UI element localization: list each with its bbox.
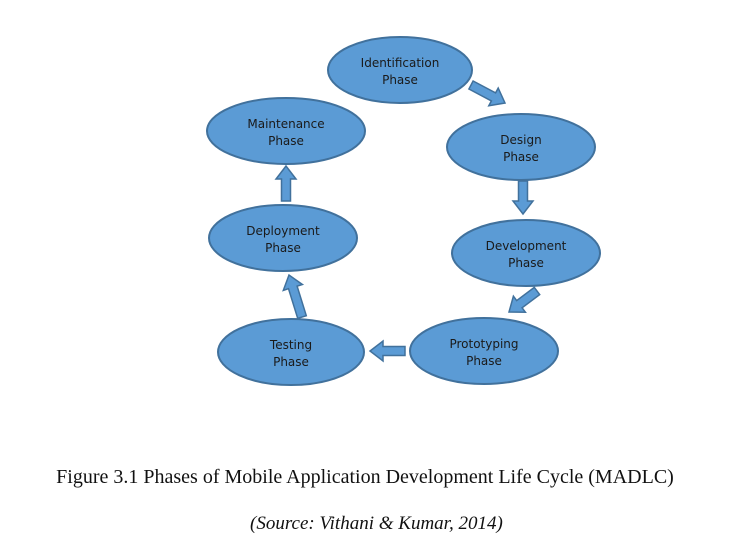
phase-ellipse-prototyping <box>409 317 559 385</box>
phase-label-deployment-line1: Deployment <box>246 224 320 238</box>
arrows-layer <box>274 79 541 363</box>
arrow-design-to-development <box>511 180 535 216</box>
arrow-testing-to-deployment <box>282 273 308 320</box>
arrow-deployment-to-maintenance <box>274 164 298 202</box>
phase-ellipse-deployment <box>208 204 358 272</box>
arrow-prototyping-to-testing <box>368 339 406 363</box>
phase-label-testing-line1: Testing <box>269 338 312 352</box>
phase-ellipse-development <box>451 219 601 287</box>
phase-label-identification-line1: Identification <box>361 56 440 70</box>
madlc-diagram: IdentificationPhaseDesignPhaseDevelopmen… <box>206 36 601 386</box>
phase-ellipse-maintenance <box>206 97 366 165</box>
phase-ellipse-identification <box>327 36 473 104</box>
phase-label-maintenance-line2: Phase <box>268 134 304 148</box>
nodes-layer: IdentificationPhaseDesignPhaseDevelopmen… <box>206 36 601 386</box>
phase-label-testing-line2: Phase <box>273 355 309 369</box>
phase-label-identification-line2: Phase <box>382 73 418 87</box>
phase-label-deployment-line2: Phase <box>265 241 301 255</box>
phase-ellipse-design <box>446 113 596 181</box>
phase-label-prototyping-line1: Prototyping <box>449 337 518 351</box>
phase-label-prototyping-line2: Phase <box>466 354 502 368</box>
phase-label-development-line2: Phase <box>508 256 544 270</box>
arrow-development-to-prototyping <box>508 286 541 313</box>
arrow-identification-to-design <box>467 79 507 107</box>
phase-label-design-line2: Phase <box>503 150 539 164</box>
figure-caption: Figure 3.1 Phases of Mobile Application … <box>56 466 674 488</box>
phase-ellipse-testing <box>217 318 365 386</box>
phase-label-design-line1: Design <box>500 133 541 147</box>
figure-source: (Source: Vithani & Kumar, 2014) <box>250 513 503 534</box>
phase-label-maintenance-line1: Maintenance <box>247 117 324 131</box>
phase-label-development-line1: Development <box>486 239 567 253</box>
